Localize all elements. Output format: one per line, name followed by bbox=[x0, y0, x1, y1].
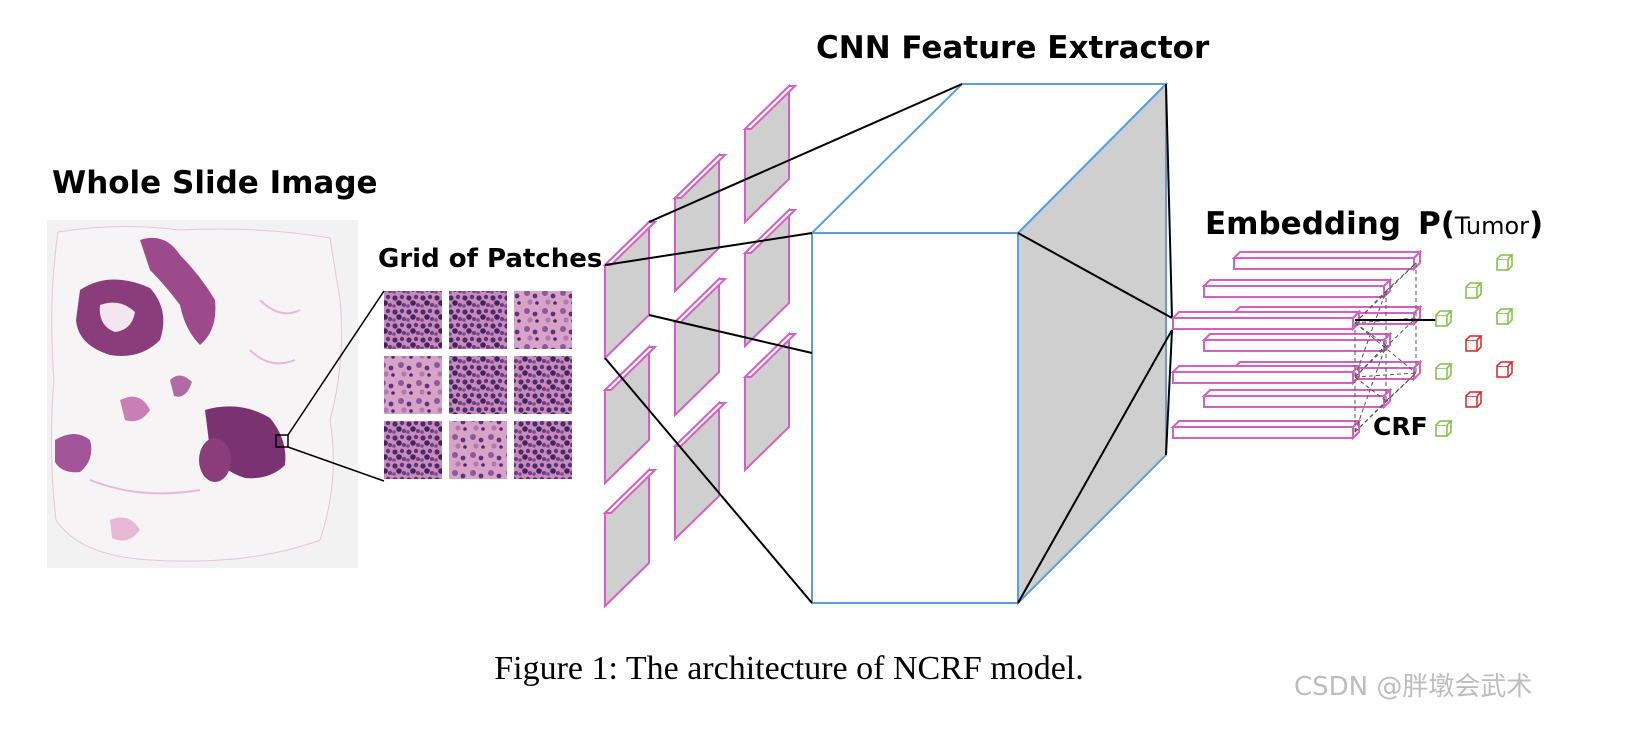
prob-cube-green bbox=[1496, 254, 1514, 271]
zoom-line-bottom bbox=[287, 446, 385, 482]
embedding-bar bbox=[1170, 418, 1362, 441]
embedding-bar bbox=[1170, 363, 1362, 386]
patch-grid bbox=[384, 291, 572, 479]
embedding-bar bbox=[1201, 387, 1393, 410]
cnn-cube bbox=[809, 81, 1169, 606]
prob-cube-red bbox=[1465, 335, 1483, 352]
prob-cube-green bbox=[1435, 363, 1453, 380]
prob-cube-green bbox=[1435, 310, 1453, 327]
embedding-bar bbox=[1201, 277, 1393, 300]
prob-word: Tumor bbox=[1454, 212, 1529, 240]
whole-slide-image bbox=[47, 220, 358, 568]
crf-label: CRF bbox=[1373, 412, 1428, 441]
prob-prefix: P( bbox=[1418, 206, 1455, 242]
grid-title: Grid of Patches bbox=[378, 244, 602, 274]
zoom-line-top bbox=[287, 290, 385, 436]
patch-slabs bbox=[602, 83, 798, 609]
embedding-bar bbox=[1231, 249, 1423, 272]
embedding-bars bbox=[1170, 249, 1423, 441]
probability-cubes bbox=[1435, 254, 1514, 437]
prob-cube-green bbox=[1435, 420, 1453, 437]
prob-suffix: ) bbox=[1529, 206, 1543, 242]
prob-cube-green bbox=[1496, 308, 1514, 325]
prob-title: P(Tumor) bbox=[1418, 206, 1543, 242]
prob-cube-green bbox=[1465, 282, 1483, 299]
embedding-bar bbox=[1170, 309, 1362, 332]
projection-lines bbox=[604, 83, 1173, 604]
embedding-bar bbox=[1201, 331, 1393, 354]
prob-cube-red bbox=[1496, 361, 1514, 378]
figure-caption: Figure 1: The architecture of NCRF model… bbox=[494, 650, 1084, 687]
wsi-title: Whole Slide Image bbox=[52, 165, 378, 201]
watermark: CSDN @胖墩会武术 bbox=[1294, 672, 1532, 702]
embedding-title: Embedding bbox=[1205, 206, 1401, 242]
cnn-title: CNN Feature Extractor bbox=[816, 30, 1210, 66]
prob-cube-red bbox=[1465, 391, 1483, 408]
